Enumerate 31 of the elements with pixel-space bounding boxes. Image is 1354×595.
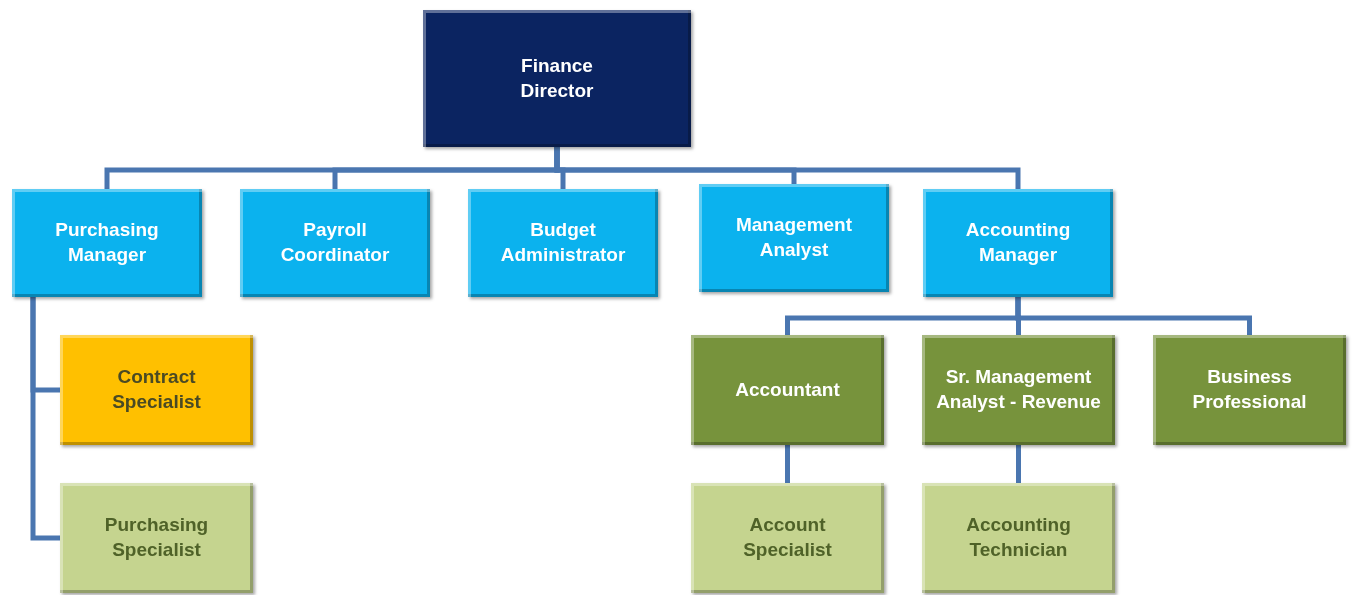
role-box (468, 189, 658, 297)
connector-line (785, 445, 790, 483)
role-title: Purchasing Specialist (103, 513, 210, 562)
role-title: Finance Director (519, 53, 595, 103)
role-title: Management Analyst (734, 213, 854, 262)
connector-line (554, 147, 1021, 189)
role-title: Business Professional (1191, 365, 1308, 414)
role-box (699, 184, 889, 292)
role-box (423, 10, 691, 147)
role-title: Budget Administrator (499, 218, 627, 267)
role-title: Account Specialist (742, 513, 833, 562)
role-box (60, 483, 253, 593)
role-title: Payroll Coordinator (279, 218, 391, 267)
role-box (1153, 335, 1346, 445)
role-title: Sr. Management Analyst - Revenue (936, 365, 1101, 414)
role-box (240, 189, 430, 297)
connector-line (1015, 297, 1252, 335)
role-title: Accounting Manager (964, 218, 1072, 267)
role-title: Purchasing Manager (54, 218, 160, 267)
role-box (922, 483, 1115, 593)
role-title: Accounting Technician (965, 513, 1072, 562)
role-box (691, 483, 884, 593)
connector-line (1016, 445, 1021, 483)
role-box (691, 335, 884, 445)
role-box (923, 189, 1113, 297)
role-box (60, 335, 253, 445)
role-title: Contract Specialist (111, 365, 202, 414)
role-title: Accountant (735, 377, 840, 402)
role-box (922, 335, 1115, 445)
connector-line (30, 297, 60, 541)
role-box (12, 189, 202, 297)
